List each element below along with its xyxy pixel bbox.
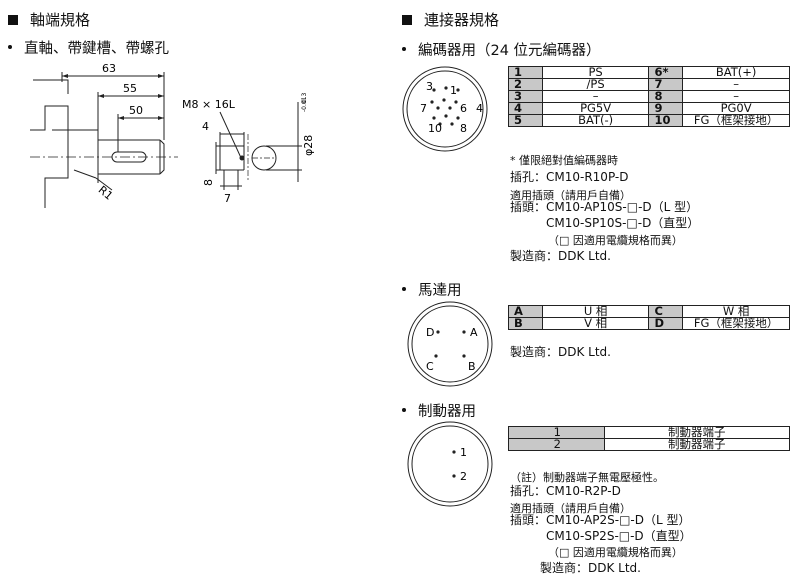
shaft-subheading: 直軸、帶鍵槽、帶螺孔 <box>8 37 169 58</box>
brake-socket: 插孔：CM10-R2P-D <box>510 484 621 498</box>
brake-pin-2: 2 <box>460 470 467 483</box>
pin-signal: V 相 <box>541 317 650 330</box>
encoder-socket: 插孔：CM10-R10P-D <box>510 170 629 184</box>
dot-bullet-icon <box>402 47 406 51</box>
dim-50: 50 <box>129 104 143 117</box>
encoder-title: 編碼器用（24 位元編碼器） <box>402 39 601 60</box>
encoder-plug-2: CM10-SP10S-□-D（直型） <box>546 216 700 230</box>
brake-plug-1: 插頭：CM10-AP2S-□-D（L 型） <box>510 513 691 527</box>
shaft-drawing: 63 55 50 R1 <box>30 62 178 208</box>
shaft-heading-text: 軸端規格 <box>30 11 91 29</box>
square-bullet-icon <box>402 15 412 25</box>
shaft-subheading-text: 直軸、帶鍵槽、帶螺孔 <box>24 41 169 57</box>
brake-plug-note: （□ 因適用電纜規格而異） <box>548 546 683 559</box>
dim-tol-bottom: -0.013 <box>301 92 308 112</box>
dim-63: 63 <box>102 62 116 75</box>
shaft-heading: 軸端規格 <box>8 9 90 30</box>
encoder-note: * 僅限絕對值編碼器時 <box>510 154 618 167</box>
brake-maker: 製造商：DDK Ltd. <box>540 561 641 575</box>
enc-pin-6: 6 <box>460 102 467 115</box>
table-row: 3–8– <box>508 90 790 103</box>
dim-55: 55 <box>123 82 137 95</box>
pin-number: B <box>508 317 543 330</box>
pin-number: 5 <box>508 114 543 127</box>
motor-title-text: 馬達用 <box>418 283 462 299</box>
pin-number: 4 <box>508 102 543 115</box>
dim-7: 7 <box>224 192 231 205</box>
shaft-end-view: M8 × 16L 4 8 7 φ28 0 -0.013 <box>182 92 315 205</box>
enc-pin-3: 3 <box>426 80 433 93</box>
encoder-plug-1: 插頭：CM10-AP10S-□-D（L 型） <box>510 200 699 214</box>
pin-number: 10 <box>648 114 684 127</box>
pin-signal: 制動器端子 <box>603 438 791 451</box>
pin-number: A <box>508 305 543 318</box>
pin-signal: BAT(-) <box>541 114 650 127</box>
motor-connector-diagram: D A C B <box>407 301 493 387</box>
dot-bullet-icon <box>402 408 406 412</box>
brake-plug-2: CM10-SP2S-□-D（直型） <box>546 529 692 543</box>
pin-signal: FG（框架接地） <box>682 317 790 330</box>
enc-pin-7: 7 <box>420 102 427 115</box>
pin-number: 6* <box>648 66 684 79</box>
encoder-maker: 製造商：DDK Ltd. <box>510 249 611 263</box>
motor-pin-a: A <box>470 326 478 339</box>
enc-pin-10: 10 <box>428 122 442 135</box>
dim-r1: R1 <box>96 183 116 202</box>
brake-connector-diagram: 1 2 <box>407 421 493 507</box>
enc-pin-4: 4 <box>476 102 483 115</box>
dim-8: 8 <box>202 179 215 186</box>
connector-heading-text: 連接器規格 <box>424 11 500 29</box>
motor-pin-d: D <box>426 326 434 339</box>
connector-heading: 連接器規格 <box>402 9 499 30</box>
encoder-title-text: 編碼器用（24 位元編碼器） <box>418 43 601 59</box>
encoder-connector-diagram: 3 1 7 6 4 10 8 <box>402 66 488 152</box>
pin-number: D <box>648 317 684 330</box>
pin-number: 1 <box>508 66 543 79</box>
motor-pin-c: C <box>426 360 434 373</box>
brake-title-text: 制動器用 <box>418 404 476 420</box>
pin-number: 2 <box>508 438 605 451</box>
dim-dia: φ28 <box>302 135 315 156</box>
dot-bullet-icon <box>402 287 406 291</box>
brake-plug-title: 適用插頭（請用戶自備） <box>510 502 631 515</box>
encoder-plug-title: 適用插頭（請用戶自備） <box>510 189 631 202</box>
square-bullet-icon <box>8 15 18 25</box>
dim-4: 4 <box>202 120 209 133</box>
dot-bullet-icon <box>8 45 12 49</box>
motor-pin-b: B <box>468 360 476 373</box>
dim-tol-top: 0 <box>301 99 308 103</box>
pin-signal: FG（框架接地） <box>682 114 790 127</box>
brake-pin-1: 1 <box>460 446 467 459</box>
motor-title: 馬達用 <box>402 279 462 300</box>
pin-number: 9 <box>648 102 684 115</box>
enc-pin-8: 8 <box>460 122 467 135</box>
brake-note: （註）制動器端子無電壓極性。 <box>510 471 664 484</box>
motor-maker: 製造商：DDK Ltd. <box>510 345 611 359</box>
thread-label: M8 × 16L <box>182 98 236 111</box>
pin-number: 3 <box>508 90 543 103</box>
encoder-plug-note: （□ 因適用電纜規格而異） <box>548 234 683 247</box>
brake-title: 制動器用 <box>402 400 476 421</box>
pin-number: 7 <box>648 78 684 91</box>
enc-pin-1: 1 <box>450 84 457 97</box>
